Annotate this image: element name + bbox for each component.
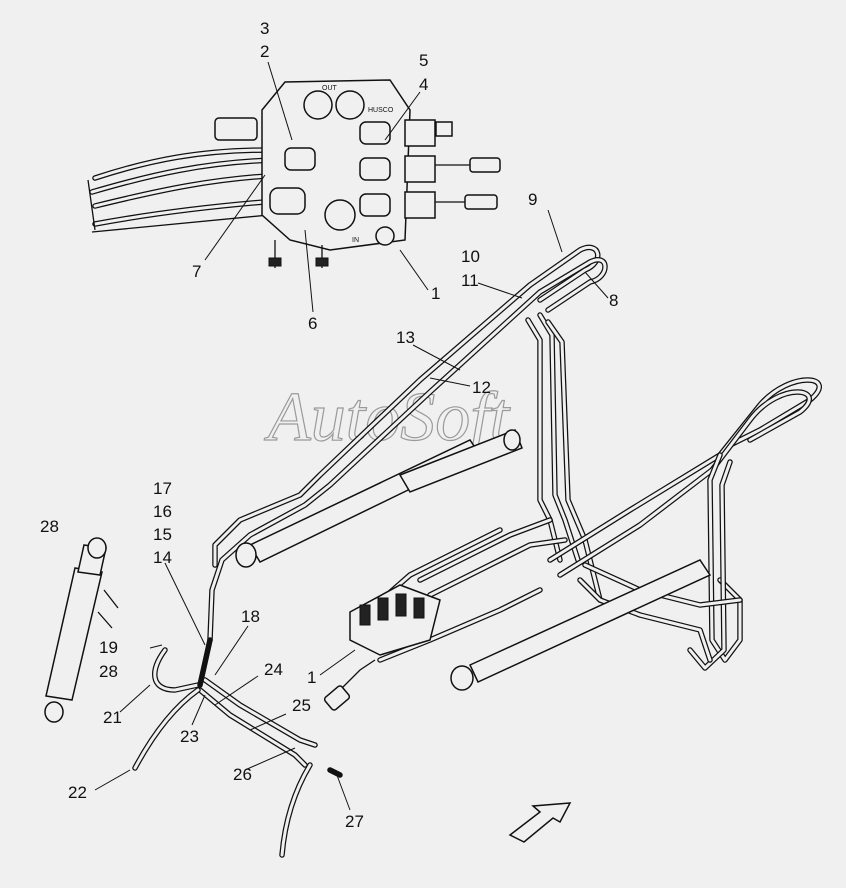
- callout-24: 24: [264, 660, 283, 679]
- right-hose-2: [557, 389, 812, 578]
- hose-14-joint: [197, 637, 213, 688]
- spool-3: [359, 193, 391, 217]
- callout-16: 16: [153, 502, 172, 521]
- spool-1: [359, 121, 391, 145]
- valve-fitting-lower: [323, 685, 351, 711]
- lower-hose-26: [279, 762, 313, 858]
- callout-2: 2: [260, 42, 269, 61]
- callout-23: 23: [180, 727, 199, 746]
- relief-valve: [214, 117, 258, 141]
- callout-7: 7: [192, 262, 201, 281]
- callout-25: 25: [292, 696, 311, 715]
- cylinder-eye-right-lower: [450, 665, 474, 691]
- callout-1-installed: 1: [307, 668, 316, 687]
- leader-lines: [94, 61, 609, 811]
- callout-19: 19: [99, 638, 118, 657]
- valve-mark-in: IN: [352, 237, 359, 244]
- cylinder-28-eye-bottom: [44, 701, 64, 723]
- lift-cylinder-right: [450, 559, 712, 691]
- callout-1-valve: 1: [431, 284, 440, 303]
- callout-17: 17: [153, 479, 172, 498]
- linkage-2: [404, 155, 436, 183]
- callout-8: 8: [609, 291, 618, 310]
- callout-26: 26: [233, 765, 252, 784]
- callout-5: 5: [419, 51, 428, 70]
- direction-arrow: [508, 802, 572, 843]
- handle-3: [435, 121, 453, 137]
- fitting-b: [284, 147, 316, 171]
- callout-15: 15: [153, 525, 172, 544]
- stud-1: [268, 257, 282, 267]
- callout-28-top: 28: [40, 517, 59, 536]
- linkage-3: [404, 191, 436, 219]
- valve-mark-out: OUT: [322, 85, 338, 92]
- callout-22: 22: [68, 783, 87, 802]
- callout-11: 11: [461, 271, 479, 290]
- linkage-1: [404, 119, 436, 147]
- callout-9: 9: [528, 190, 537, 209]
- valve-port-out-1: [303, 90, 333, 120]
- valve-port-in: [324, 199, 356, 231]
- stud-2: [315, 257, 329, 267]
- callout-14: 14: [153, 548, 172, 567]
- valve-port-out-2: [335, 90, 365, 120]
- callout-28-mid: 28: [99, 662, 118, 681]
- callout-3: 3: [260, 19, 269, 38]
- fitting-a: [269, 187, 306, 215]
- callout-10: 10: [461, 247, 480, 266]
- handle-2: [464, 194, 498, 210]
- cylinder-eye-left: [235, 542, 257, 568]
- callout-27: 27: [345, 812, 364, 831]
- callout-21: 21: [103, 708, 122, 727]
- control-valve-detail: OUT HUSCO IN: [87, 79, 501, 268]
- fitting-27: [327, 767, 343, 778]
- spool-2: [359, 157, 391, 181]
- lift-cylinder-left: [235, 429, 523, 568]
- callout-4: 4: [419, 75, 428, 94]
- valve-bolt: [375, 226, 395, 246]
- handle-1: [469, 157, 501, 173]
- callout-12: 12: [472, 378, 491, 397]
- callout-labels: 3 2 5 4 7 6 1 9 10 11 8 13 12 17 16 15 1…: [40, 19, 618, 831]
- callout-6: 6: [308, 314, 317, 333]
- control-valve-installed: [323, 584, 441, 711]
- callout-18: 18: [241, 607, 260, 626]
- tilt-cylinder-28: [44, 537, 119, 723]
- valve-mark-brand: HUSCO: [368, 107, 394, 114]
- cylinder-eye-right: [503, 429, 521, 451]
- cylinder-28-eye-top: [87, 537, 107, 559]
- callout-13: 13: [396, 328, 415, 347]
